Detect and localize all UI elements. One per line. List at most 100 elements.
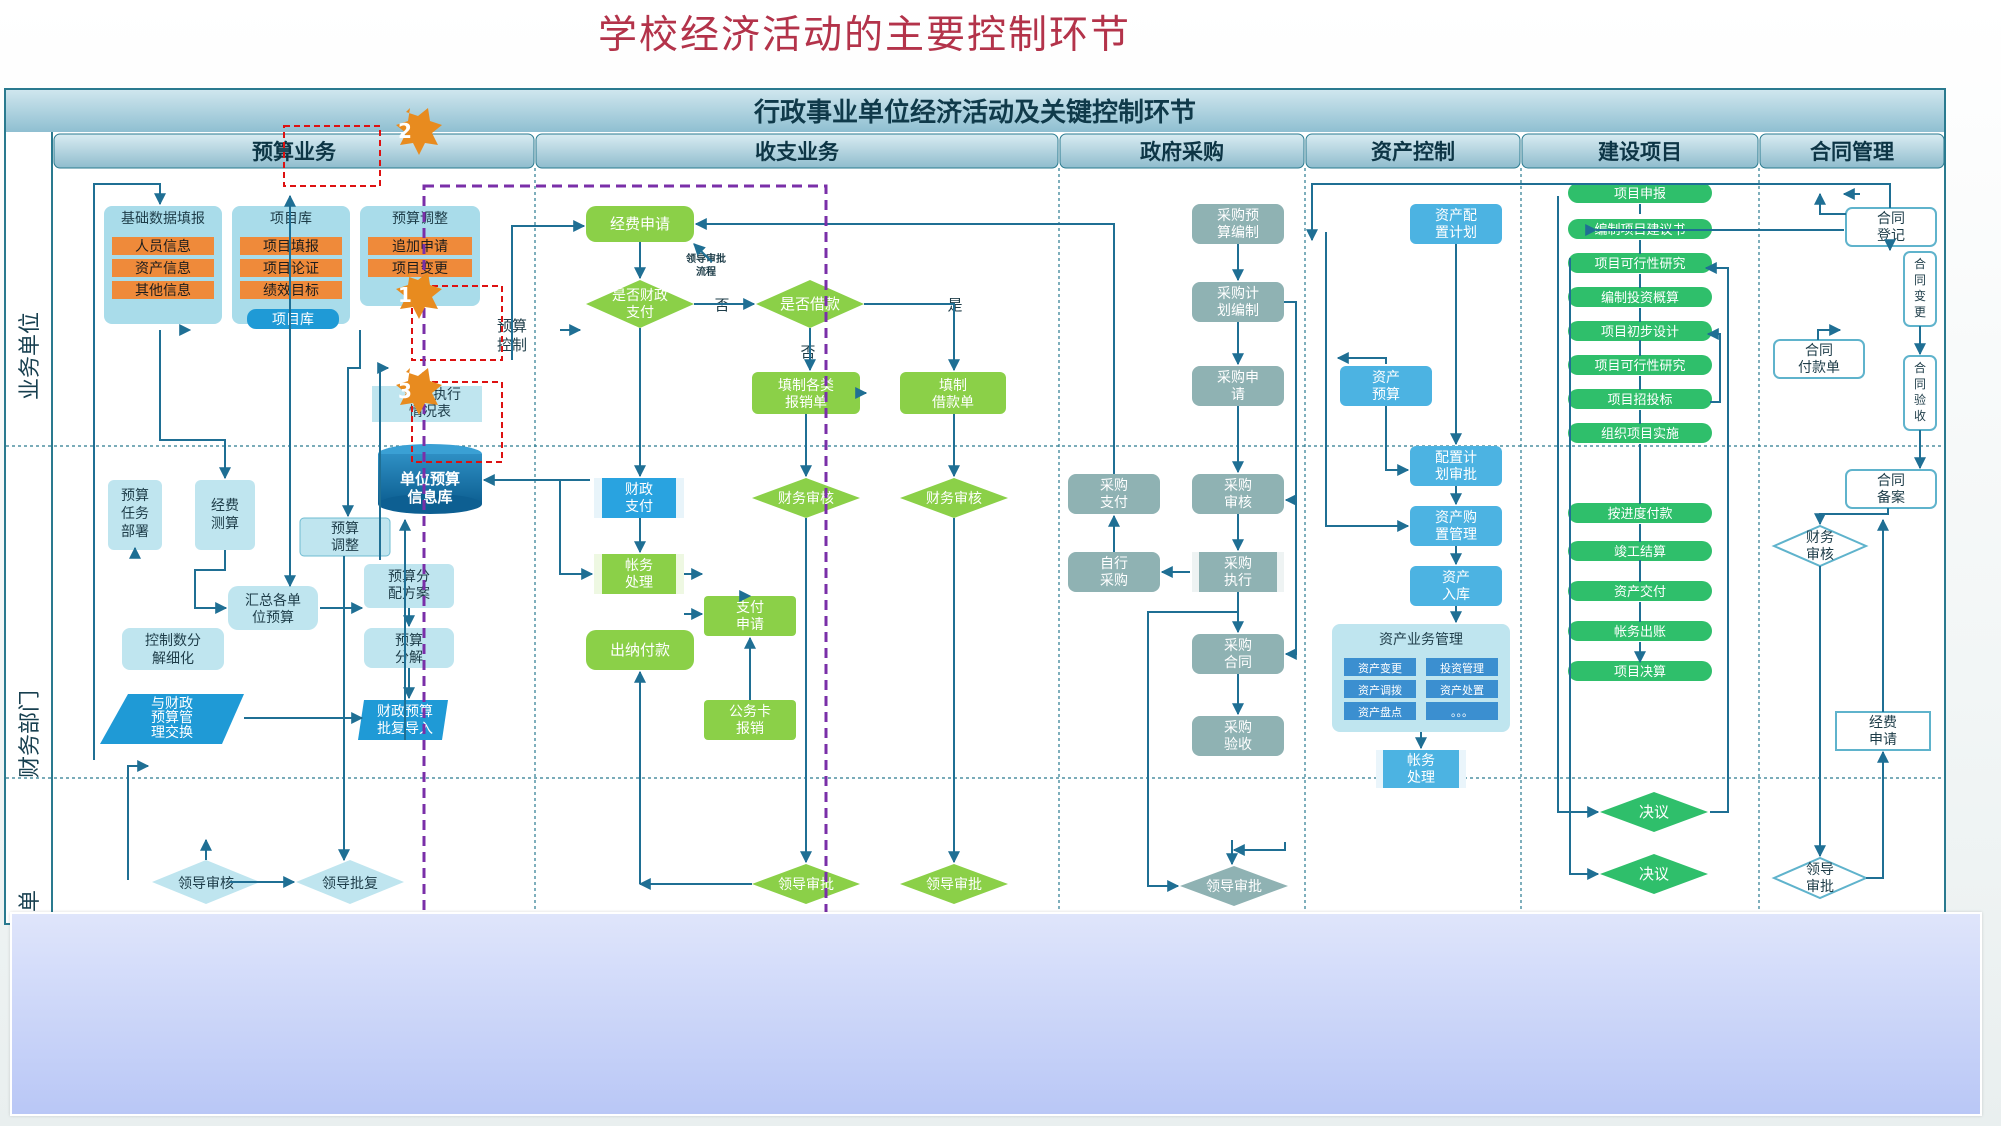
- construct-step-label: 项目决算: [1614, 665, 1666, 680]
- svg-text:报销: 报销: [736, 721, 764, 737]
- construct-step-label: 项目招投标: [1607, 392, 1672, 408]
- construct-step-label: 竣工结算: [1614, 545, 1666, 560]
- svg-text:项目变更: 项目变更: [392, 261, 448, 277]
- svg-text:配置计: 配置计: [1435, 450, 1477, 466]
- svg-text:决议: 决议: [1639, 865, 1669, 883]
- svg-text:采购: 采购: [1224, 638, 1252, 654]
- svg-text:入库: 入库: [1442, 587, 1470, 603]
- construct-step-label: 项目申报: [1614, 187, 1666, 202]
- svg-text:置计划: 置计划: [1435, 225, 1477, 241]
- svg-text:资产购: 资产购: [1435, 510, 1477, 526]
- svg-text:与财政: 与财政: [151, 696, 193, 712]
- svg-text:处理: 处理: [1407, 770, 1435, 786]
- svg-text:领导审批: 领导审批: [926, 877, 982, 893]
- table-title: 行政事业单位经济活动及关键控制环节: [753, 97, 1196, 128]
- svg-text:验: 验: [1914, 392, 1926, 407]
- svg-text:财务审核: 财务审核: [778, 491, 834, 507]
- construct-step: [1568, 541, 1712, 561]
- marker-1: 1: [398, 283, 412, 307]
- svg-text:支付: 支付: [626, 305, 654, 321]
- svg-text:预算管: 预算管: [151, 710, 193, 726]
- construct-step: [1568, 621, 1712, 641]
- svg-text:财务审核: 财务审核: [926, 491, 982, 507]
- col-header-revenue: 收支业务: [755, 140, 840, 164]
- bottom-overlay-panel: [10, 912, 1982, 1116]
- svg-text:划审批: 划审批: [1435, 467, 1477, 483]
- svg-text:经费: 经费: [211, 498, 239, 514]
- svg-text:收: 收: [1914, 409, 1926, 423]
- svg-text:采购: 采购: [1224, 478, 1252, 494]
- svg-text:帐务: 帐务: [625, 558, 653, 574]
- svg-text:采购计: 采购计: [1217, 286, 1259, 302]
- svg-text:合同: 合同: [1805, 343, 1833, 359]
- svg-text:否: 否: [800, 343, 815, 361]
- svg-text:领导审批: 领导审批: [778, 877, 834, 893]
- col-header-procure: 政府采购: [1140, 140, 1224, 164]
- svg-text:汇总各单: 汇总各单: [245, 593, 301, 609]
- svg-text:更: 更: [1914, 305, 1926, 319]
- svg-text:采购: 采购: [1100, 573, 1128, 589]
- construct-step-label: 项目可行性研究: [1594, 257, 1685, 272]
- svg-text:资产: 资产: [1372, 370, 1400, 386]
- svg-text:领导批复: 领导批复: [322, 875, 378, 892]
- svg-text:资产盘点: 资产盘点: [1358, 705, 1402, 719]
- svg-text:执行: 执行: [433, 387, 461, 403]
- svg-text:同: 同: [1914, 377, 1926, 391]
- construct-step-label: 编制投资概算: [1601, 290, 1679, 306]
- svg-text:算编制: 算编制: [1217, 225, 1259, 241]
- svg-text:备案: 备案: [1877, 489, 1905, 506]
- svg-text:预算: 预算: [121, 488, 149, 504]
- svg-text:申请: 申请: [736, 617, 764, 633]
- svg-text:流程: 流程: [696, 265, 716, 278]
- svg-text:填制各类: 填制各类: [778, 378, 834, 394]
- svg-text:财政: 财政: [625, 482, 653, 498]
- svg-text:置管理: 置管理: [1435, 527, 1477, 543]
- construct-step-label: 项目可行性研究: [1594, 359, 1685, 374]
- svg-text:理交换: 理交换: [151, 724, 193, 741]
- svg-text:自行: 自行: [1100, 556, 1128, 572]
- svg-text:位预算: 位预算: [252, 610, 294, 626]
- svg-text:追加申请: 追加申请: [392, 239, 448, 255]
- svg-text:领导: 领导: [1806, 862, 1834, 878]
- svg-text:是否借款: 是否借款: [780, 295, 840, 313]
- svg-text:人员信息: 人员信息: [135, 238, 191, 255]
- svg-text:领导审核: 领导审核: [178, 876, 234, 892]
- svg-text:合: 合: [1914, 256, 1926, 271]
- svg-text:公务卡: 公务卡: [729, 704, 771, 720]
- svg-text:配方案: 配方案: [388, 585, 430, 602]
- svg-text:预算: 预算: [1372, 387, 1400, 403]
- svg-text:合同: 合同: [1877, 211, 1905, 227]
- svg-text:经费: 经费: [1869, 715, 1897, 731]
- svg-text:资产配: 资产配: [1435, 208, 1477, 224]
- svg-text:支付: 支付: [1100, 495, 1128, 511]
- svg-text:项目库: 项目库: [272, 312, 314, 328]
- construct-step: [1568, 503, 1712, 523]
- svg-text:预算分: 预算分: [388, 569, 430, 585]
- svg-text:采购预: 采购预: [1217, 208, 1259, 224]
- svg-text:审批: 审批: [1806, 879, 1834, 895]
- construct-step: [1568, 423, 1712, 443]
- lane-other: 单: [18, 890, 43, 912]
- svg-text:出纳付款: 出纳付款: [610, 641, 670, 659]
- lane-business: 业务单位: [18, 312, 43, 400]
- svg-text:合同: 合同: [1877, 473, 1905, 489]
- svg-text:支付: 支付: [625, 499, 653, 515]
- construct-step-label: 组织项目实施: [1601, 427, 1679, 442]
- svg-text:财务: 财务: [1806, 530, 1834, 546]
- svg-text:报销单: 报销单: [785, 395, 827, 411]
- svg-text:请: 请: [1231, 387, 1245, 403]
- col-header-budget: 预算业务: [252, 140, 337, 164]
- svg-text:是否财政: 是否财政: [612, 288, 668, 304]
- svg-text:投资管理: 投资管理: [1440, 661, 1484, 675]
- svg-text:调整: 调整: [331, 538, 359, 554]
- svg-text:。。。: 。。。: [1451, 706, 1473, 719]
- construct-step-label: 按进度付款: [1607, 506, 1672, 522]
- svg-text:付款单: 付款单: [1798, 360, 1840, 376]
- svg-text:控制数分: 控制数分: [145, 633, 201, 649]
- svg-text:合: 合: [1914, 360, 1926, 375]
- svg-text:采购: 采购: [1100, 478, 1128, 494]
- lane-labels: 业务单位 财务部门 单: [18, 312, 43, 912]
- svg-text:信息库: 信息库: [407, 488, 452, 506]
- svg-text:决议: 决议: [1639, 803, 1669, 821]
